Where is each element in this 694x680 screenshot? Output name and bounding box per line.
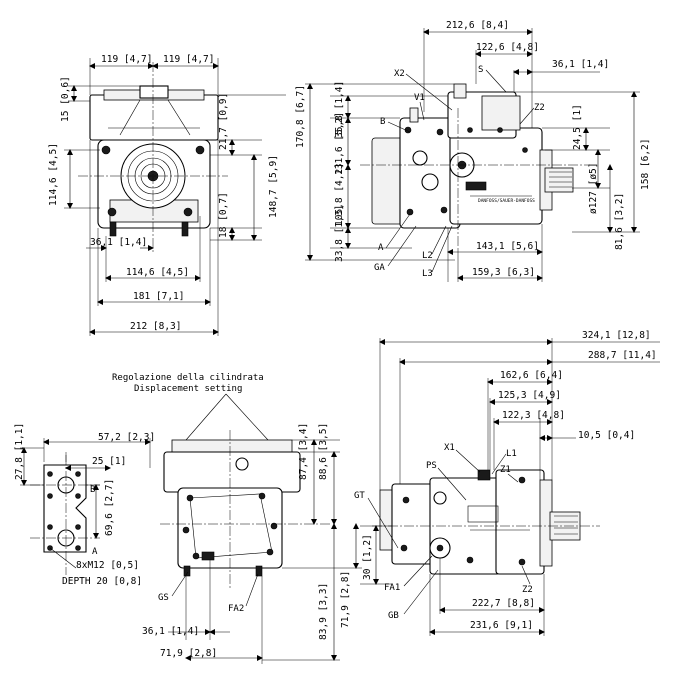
dim-24-5: 24,5 [1]: [572, 104, 583, 150]
dim-131-6: 131,6 [5,2]: [334, 112, 345, 175]
dim-288-7: 288,7 [11,4]: [588, 350, 657, 361]
dim-71-9-horizontal: 71,9 [2,8]: [160, 648, 217, 659]
dim-158: 158 [6,2]: [640, 139, 651, 190]
label-l3: L3: [422, 269, 433, 279]
top-right-view: DANFOSS/SAUER-DANFOSS 212,6 [8,4] 122,6 …: [295, 20, 651, 282]
label-fa1: FA1: [384, 583, 400, 593]
dim-36-1: 36,1 [1,4]: [90, 237, 147, 248]
label-z1: Z1: [500, 465, 511, 475]
label-s: S: [478, 65, 483, 75]
dim-122-6: 122,6 [4,8]: [476, 42, 539, 53]
dim-105-8: 105,8 [4,2]: [334, 163, 345, 226]
bottom-left-view: 57,2 [2,3] 25 [1] 27,8 [1,1] 69,6 [2,7] …: [14, 373, 362, 664]
label-b-top: B: [380, 117, 385, 127]
label-gb: GB: [388, 611, 399, 621]
dim-36-1: 36,1 [1,4]: [552, 59, 609, 70]
dim-87-4: 87,4 [3,4]: [298, 423, 309, 480]
label-b-flange: B: [90, 485, 95, 495]
dim-27-8: 27,8 [1,1]: [14, 423, 25, 480]
dim-122-3: 122,3 [4,8]: [502, 410, 565, 421]
label-ps: PS: [426, 461, 437, 471]
label-gs: GS: [158, 593, 169, 603]
dim-212: 212 [8,3]: [130, 321, 181, 332]
dim-21-7: 21,7 [0,9]: [218, 93, 229, 150]
dim-222-7: 222,7 [8,8]: [472, 598, 535, 609]
dim-212-6: 212,6 [8,4]: [446, 20, 509, 31]
dim-143-1: 143,1 [5,6]: [476, 241, 539, 252]
label-z2-top: Z2: [534, 103, 545, 113]
dim-depth: DEPTH 20 [0,8]: [62, 576, 142, 587]
label-l2: L2: [422, 251, 433, 261]
label-gt: GT: [354, 491, 365, 501]
dim-170-8: 170,8 [6,7]: [295, 85, 306, 148]
dim-thread: 8xM12 [0,5]: [76, 560, 139, 571]
label-ga: GA: [374, 263, 385, 273]
dim-36-1: 36,1 [1,4]: [142, 626, 199, 637]
dim-231-6: 231,6 [9,1]: [470, 620, 533, 631]
dim-125-3: 125,3 [4,9]: [498, 390, 561, 401]
dim-33-8: 33,8 [1,3]: [334, 205, 345, 262]
pump-front-body: [89, 85, 219, 237]
dim-30: 30 [1,2]: [362, 534, 373, 580]
pump-side-body: DANFOSS/SAUER-DANFOSS: [371, 83, 574, 229]
dim-25: 25 [1]: [92, 456, 126, 467]
brand-text: DANFOSS/SAUER-DANFOSS: [478, 198, 535, 204]
dim-10-5: 10,5 [0,4]: [578, 430, 635, 441]
dim-15: 15 [0,6]: [60, 76, 71, 122]
annotation-italian: Regolazione della cilindrata: [112, 373, 264, 383]
dim-57-2: 57,2 [2,3]: [98, 432, 155, 443]
dim-83-9: 83,9 [3,3]: [318, 583, 329, 640]
dim-width-right: 119 [4,7]: [163, 54, 214, 65]
dim-324-1: 324,1 [12,8]: [582, 330, 651, 341]
label-a-flange: A: [92, 547, 98, 557]
annotation-english: Displacement setting: [134, 384, 242, 394]
dim-88-6: 88,6 [3,5]: [318, 423, 329, 480]
pump-rear-body: [163, 439, 301, 577]
label-v1: V1: [414, 93, 425, 103]
dim-phi-127: ø127 [ø5]: [588, 163, 599, 214]
dim-69-6: 69,6 [2,7]: [104, 479, 115, 536]
dim-81-6: 81,6 [3,2]: [614, 193, 625, 250]
label-l1: L1: [506, 449, 517, 459]
dim-159-3: 159,3 [6,3]: [472, 267, 535, 278]
bottom-right-view: 324,1 [12,8] 288,7 [11,4] 162,6 [6,4] 12…: [354, 330, 660, 636]
label-fa2: FA2: [228, 604, 244, 614]
dim-114-6-horizontal: 114,6 [4,5]: [126, 267, 189, 278]
dim-18: 18 [0,7]: [218, 192, 229, 238]
top-left-view: 119 [4,7] 119 [4,7] 15 [0,6] 114,6 [4,5]…: [48, 54, 286, 336]
label-z2-bottom: Z2: [522, 585, 533, 595]
dim-114-6-vertical: 114,6 [4,5]: [48, 143, 59, 206]
pump-top-body: [379, 469, 581, 575]
port-flange-detail: [43, 464, 87, 553]
dim-width-left: 119 [4,7]: [101, 54, 152, 65]
dim-181: 181 [7,1]: [133, 291, 184, 302]
dim-71-9-vertical: 71,9 [2,8]: [340, 571, 351, 628]
label-a-top: A: [378, 243, 384, 253]
label-x2: X2: [394, 69, 405, 79]
dim-162-6: 162,6 [6,4]: [500, 370, 563, 381]
dim-148-7: 148,7 [5,9]: [268, 155, 279, 218]
label-x1: X1: [444, 443, 455, 453]
dim-35-8: 35,8 [1,4]: [334, 81, 345, 138]
